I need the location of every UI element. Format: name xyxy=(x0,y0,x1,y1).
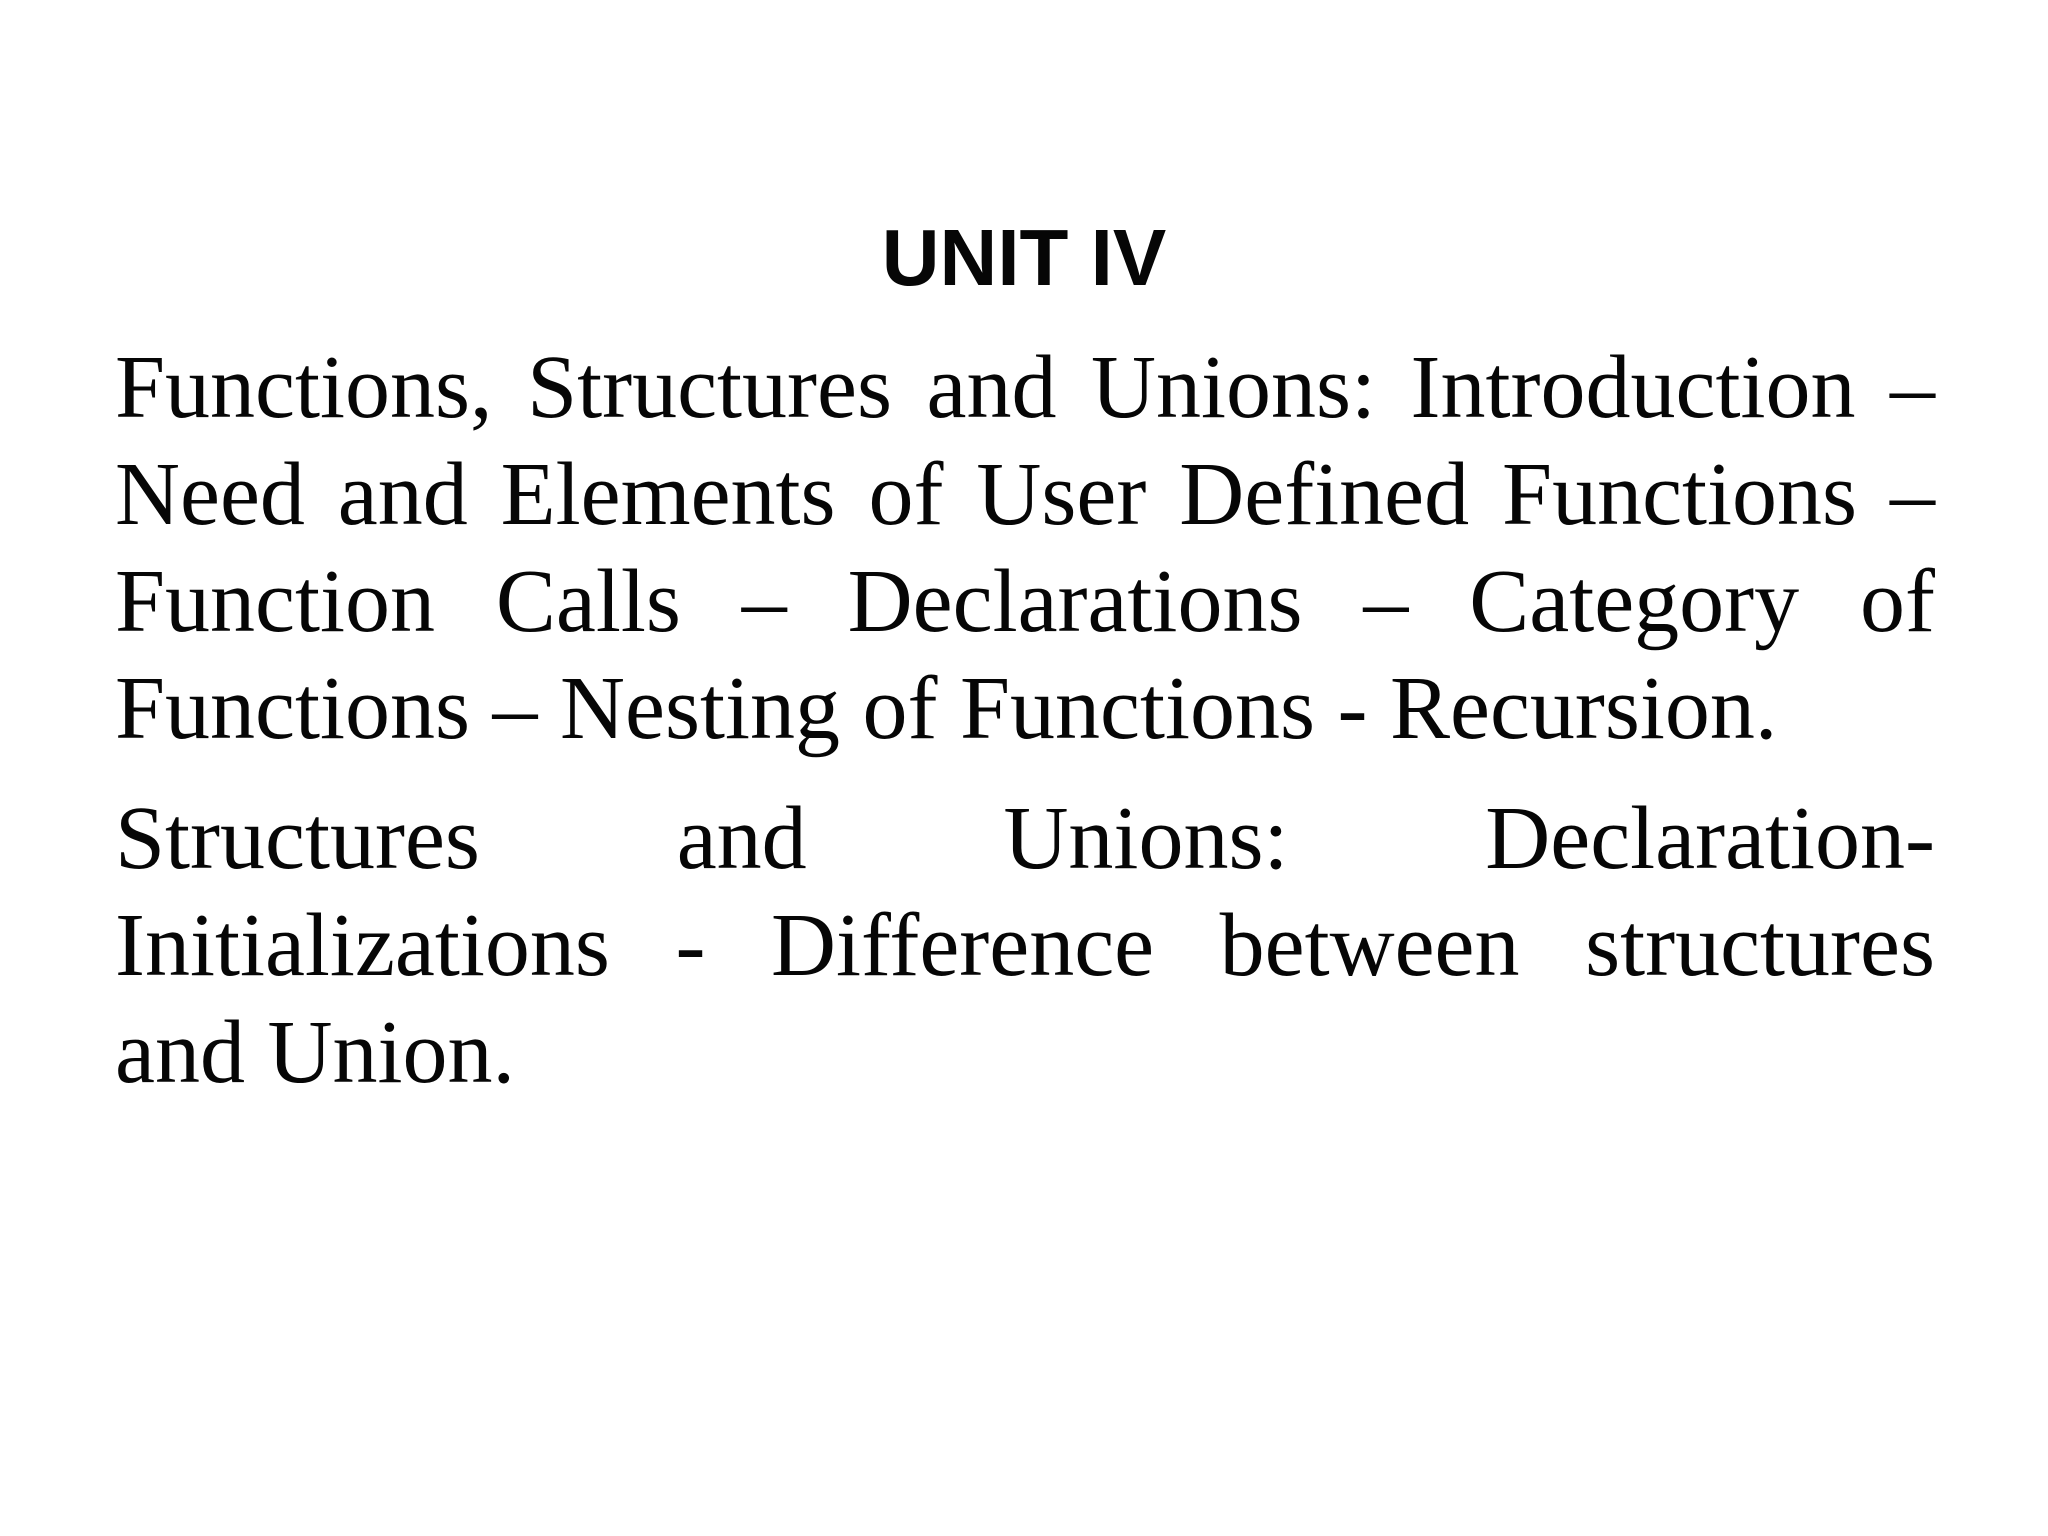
paragraph-structures-unions: Structures and Unions: Declaration- Init… xyxy=(115,785,1935,1106)
text-line: Function Calls – Declarations – Category… xyxy=(115,552,1935,651)
text-line: Need and Elements of User Defined Functi… xyxy=(115,445,1935,544)
text-line: Initializations - Difference between str… xyxy=(115,896,1935,995)
text-line: Functions – Nesting of Functions - Recur… xyxy=(115,659,1778,758)
text-line: Structures and Unions: Declaration- xyxy=(115,789,1935,888)
text-line: Functions, Structures and Unions: Introd… xyxy=(115,338,1935,437)
text-line: and Union. xyxy=(115,1003,515,1102)
slide-title: UNIT IV xyxy=(881,213,1167,302)
paragraph-functions: Functions, Structures and Unions: Introd… xyxy=(115,334,1935,762)
slide-body: Functions, Structures and Unions: Introd… xyxy=(115,334,1935,1106)
